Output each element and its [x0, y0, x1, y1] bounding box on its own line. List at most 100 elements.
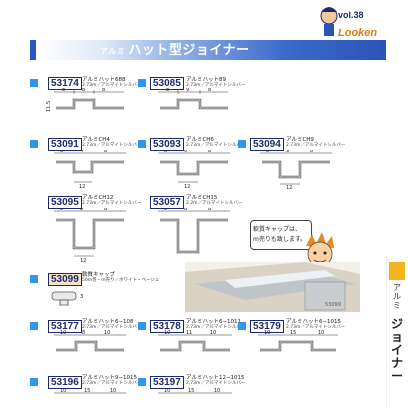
product-name: アルミハット6−1011: [186, 319, 242, 325]
product-code: 53196: [48, 376, 82, 389]
dim-label: 15: [290, 330, 296, 336]
dim-label: 6: [184, 150, 187, 154]
dim-label: 10: [210, 330, 216, 336]
side-tab-marker: [389, 262, 405, 280]
product-spec: 2.73m／アルマイトシルバー: [186, 325, 246, 330]
product-name: アルミハット6−1015: [286, 319, 342, 325]
dim-label: 8: [208, 208, 211, 212]
product-code: 53197: [150, 376, 184, 389]
cap-profile-drawing: 3: [51, 291, 83, 306]
logo-vol: vol.38: [338, 10, 364, 20]
dim-label: 11.5: [46, 101, 52, 112]
dim-label: 10: [264, 330, 270, 336]
product-code: 53085: [150, 77, 184, 90]
product-code: 53091: [48, 138, 82, 151]
profile-drawing: 8 9 8: [158, 88, 228, 110]
dim-label: 3: [80, 294, 83, 300]
dim-label: 10: [60, 330, 66, 336]
product-code: 53093: [150, 138, 184, 151]
product-name: アルミハット9−1015: [82, 375, 138, 381]
dim-label: 9: [286, 150, 289, 154]
dim-label: 8: [82, 330, 85, 336]
profile-drawing: 8 6 8 12: [158, 150, 230, 190]
dim-label: 12: [286, 185, 292, 190]
product-spec: 2.73m／アルマイトシルバー: [82, 143, 142, 148]
product-code: 53177: [48, 320, 82, 333]
bullet-icon: [138, 79, 146, 87]
bullet-icon: [30, 322, 38, 330]
product-code: 53095: [48, 196, 82, 209]
dim-label: 8: [62, 88, 65, 93]
profile-drawing: 10 11 10: [158, 330, 232, 352]
product-name: アルミCH12: [82, 195, 114, 201]
profile-drawing: 8 8 8: [158, 208, 230, 254]
profile-drawing: 8 9 8 12: [260, 150, 332, 190]
dim-label: 15: [84, 388, 90, 394]
dim-label: 8: [80, 208, 83, 212]
profile-drawing: 10 15 10: [258, 330, 338, 352]
product-spec: 2.73m／アルマイトシルバー: [286, 143, 346, 148]
bullet-icon: [138, 378, 146, 386]
photo-label: 53099: [325, 302, 341, 308]
product-name: アルミハット688: [82, 77, 126, 83]
dim-label: 4: [80, 150, 83, 154]
product-name: アルミCH9: [286, 137, 314, 143]
side-tab: [386, 255, 408, 408]
profile-drawing: 8 4 8 12: [54, 150, 126, 190]
dim-label: 8: [104, 150, 107, 154]
dim-label: 12: [80, 258, 86, 263]
banner-mark: [30, 40, 36, 60]
dim-label: 8: [164, 208, 167, 212]
dim-label: 10: [164, 388, 170, 394]
product-spec: 2.73m／アルマイトシルバー: [286, 325, 346, 330]
dim-label: 8: [60, 150, 63, 154]
bullet-icon: [30, 79, 38, 87]
dim-label: 8: [166, 88, 169, 93]
profile-drawing: 10 8 10: [54, 330, 126, 352]
profile-drawing: 8 8 8 11.5: [46, 88, 124, 112]
bullet-icon: [238, 140, 246, 148]
dim-label: 8: [82, 88, 85, 93]
dim-label: 10: [110, 388, 116, 394]
product-name: アルミCH6: [186, 137, 214, 143]
product-spec: 2.73m／アルマイトシルバー: [186, 143, 246, 148]
dim-label: 9: [186, 88, 189, 93]
bullet-icon: [30, 275, 38, 283]
product-code: 53094: [250, 138, 284, 151]
dim-label: 8: [208, 150, 211, 154]
side-tab-main: ジョイナー: [390, 317, 403, 383]
product-spec: 2.73m／アルマイトシルバー: [82, 381, 142, 386]
dim-label: 8: [310, 150, 313, 154]
dim-label: 10: [60, 388, 66, 394]
dim-label: 12: [184, 184, 190, 190]
dim-label: 8: [104, 208, 107, 212]
mascot-logo-icon: [320, 7, 338, 36]
bullet-icon: [30, 378, 38, 386]
bullet-icon: [138, 322, 146, 330]
product-code: 53178: [150, 320, 184, 333]
product-spec: 2.73m／アルマイトシルバー: [186, 381, 246, 386]
product-spec: 2.73m／アルマイトシルバー: [82, 325, 142, 330]
logo-name: Looken: [338, 27, 378, 39]
dim-label: 8: [164, 150, 167, 154]
dim-label: 10: [214, 388, 220, 394]
bullet-icon: [238, 322, 246, 330]
product-name: アルミハット89: [186, 77, 226, 83]
title-text: ハット型ジョイナー: [128, 42, 250, 57]
product-spec: 2.73m／アルマイトシルバー: [186, 83, 246, 88]
dim-label: 8: [208, 88, 211, 93]
product-code: 53179: [250, 320, 284, 333]
side-tab-sub: アルミ: [393, 283, 401, 310]
dim-label: 12: [79, 184, 85, 190]
dim-label: 10: [104, 330, 110, 336]
product-code: 53174: [48, 77, 82, 90]
product-code: 53099: [48, 273, 82, 286]
bullet-icon: [30, 140, 38, 148]
callout-line2: m売りも致します。: [253, 236, 307, 243]
product-spec: 50m巻・m売り／ホワイト・ベージュ: [82, 278, 160, 283]
dim-label: 8: [60, 208, 63, 212]
profile-drawing: 10 15 10: [158, 388, 232, 394]
title-prefix: アルミ: [100, 47, 126, 56]
dim-label: 10: [318, 330, 324, 336]
product-code: 53057: [150, 196, 184, 209]
